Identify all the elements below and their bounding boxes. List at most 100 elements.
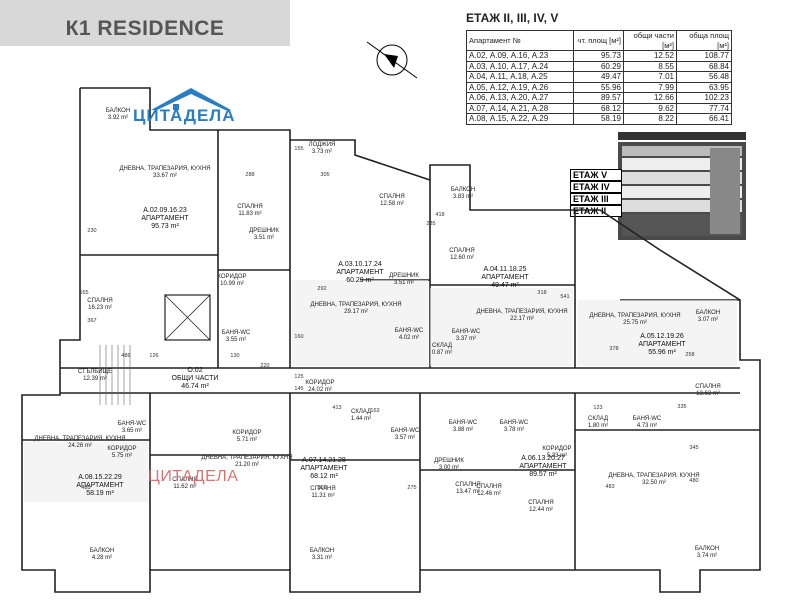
- room-area: 29.17 m²: [344, 309, 368, 315]
- room-name: БАНЯ-WC: [395, 328, 424, 334]
- room-area: 3.65 m²: [122, 428, 142, 434]
- room-area: 21.20 m²: [235, 462, 259, 468]
- apartment-label: АПАРТАМЕНТ: [336, 269, 384, 276]
- room-area: 12.39 m²: [83, 376, 107, 382]
- room-name: СПАЛНЯ: [455, 482, 480, 488]
- dimension-label: 480: [689, 478, 698, 484]
- room-area: 33.67 m²: [153, 173, 177, 179]
- room-name: БАНЯ-WC: [452, 329, 481, 335]
- apartment-code: А.02.09.16.23: [143, 207, 187, 214]
- room-name: СТЪЛБИЩЕ: [78, 369, 112, 375]
- room-name: СПАЛНЯ: [528, 500, 553, 506]
- apartment-area: 49.47 m²: [491, 282, 519, 289]
- room-area: 11.62 m²: [173, 484, 196, 490]
- apartment-code: А.07.14.21.28: [302, 457, 346, 464]
- dimension-label: 155: [294, 146, 303, 152]
- room-area: 4.73 m²: [637, 423, 657, 429]
- room-area: 1.44 m²: [351, 416, 371, 422]
- room-area: 3.51 m²: [394, 280, 414, 286]
- room-name: СПАЛНЯ: [87, 298, 112, 304]
- room-name: КОРИДОР: [542, 446, 571, 452]
- table-cell: 8.55: [623, 60, 677, 72]
- building-elevation: [618, 132, 746, 240]
- room-name: ДНЕВНА, ТРАПЕЗАРИЯ, КУХНЯ: [310, 302, 401, 308]
- room-name: ДНЕВНА, ТРАПЕЗАРИЯ, КУХНЯ: [476, 309, 567, 315]
- room-name: БАЛКОН: [696, 310, 720, 316]
- room-area: 11.31 m²: [311, 493, 334, 499]
- room-area: 3.00 m²: [439, 465, 459, 471]
- room-name: БАНЯ-WC: [391, 428, 420, 434]
- room-name: СПАЛНЯ: [237, 204, 262, 210]
- room-name: КОРИДОР: [305, 380, 334, 386]
- room-area: 12.44 m²: [529, 507, 553, 513]
- table-header: общи части [м²]: [623, 30, 677, 51]
- table-cell: 68.84: [676, 60, 732, 72]
- room-area: 12.60 m²: [450, 255, 474, 261]
- dimension-label: 163: [370, 408, 379, 414]
- room-name: БАНЯ-WC: [500, 420, 529, 426]
- room-area: 3.88 m²: [453, 427, 473, 433]
- dimension-label: 145: [294, 386, 303, 392]
- room-area: 0.87 m²: [432, 350, 452, 356]
- dimension-label: 130: [230, 353, 239, 359]
- room-area: 3.37 m²: [456, 336, 476, 342]
- header-box: [0, 0, 290, 46]
- dimension-label: 258: [685, 352, 694, 358]
- room-name: СПАЛНЯ: [310, 486, 335, 492]
- room-name: ДНЕВНА, ТРАПЕЗАРИЯ, КУХНЯ: [34, 436, 125, 442]
- area-table: Апартамент № чт. площ [м²] общи части [м…: [466, 30, 732, 125]
- table-header-row: Апартамент № чт. площ [м²] общи части [м…: [466, 30, 732, 51]
- room-name: ДРЕШНИК: [434, 458, 464, 464]
- room-name: ДРЕШНИК: [389, 273, 419, 279]
- table-cell: 108.77: [676, 50, 732, 62]
- dimension-label: 305: [320, 172, 329, 178]
- room-name: БАНЯ-WC: [222, 330, 251, 336]
- dimension-label: 230: [87, 228, 96, 234]
- room-area: 16.23 m²: [88, 305, 112, 311]
- room-area: 11.83 m²: [238, 211, 261, 217]
- table-cell: 66.41: [676, 113, 732, 125]
- apartment-label: АПАРТАМЕНТ: [519, 463, 567, 470]
- room-name: БАЛКОН: [310, 548, 334, 554]
- dimension-label: 275: [407, 485, 416, 491]
- apartment-label: АПАРТАМЕНТ: [300, 465, 348, 472]
- apartment-area: 89.57 m²: [529, 471, 557, 478]
- room-area: 1.80 m²: [588, 423, 608, 429]
- apartment-area: 60.29 m²: [346, 277, 374, 284]
- dimension-label: 292: [317, 286, 326, 292]
- room-area: 3.31 m²: [312, 555, 332, 561]
- dimension-label: 125: [294, 374, 303, 380]
- apartment-label: АПАРТАМЕНТ: [76, 482, 124, 489]
- table-header: обща площ [м²]: [676, 30, 732, 51]
- room-area: 10.99 m²: [220, 281, 244, 287]
- room-area: 3.51 m²: [254, 235, 274, 241]
- room-name: ДРЕШНИК: [249, 228, 279, 234]
- room-name: КОРИДОР: [217, 274, 246, 280]
- table-cell: 60.29: [573, 60, 624, 72]
- floor-label: ЕТАЖ II, III, IV, V: [466, 11, 559, 25]
- floor-tag: ЕТАЖ IV: [570, 181, 622, 193]
- apartment-label: АПАРТАМЕНТ: [638, 341, 686, 348]
- table-header: чт. площ [м²]: [573, 30, 624, 51]
- room-area: 32.50 m²: [642, 480, 666, 486]
- room-name: ДНЕВНА, ТРАПЕЗАРИЯ, КУХНЯ: [119, 166, 210, 172]
- apartment-code: А.08.15.22.29: [78, 474, 122, 481]
- room-name: СПАЛНЯ: [449, 248, 474, 254]
- room-area: 13.63 m²: [696, 391, 720, 397]
- dimension-label: 126: [149, 353, 158, 359]
- dimension-label: 378: [609, 346, 618, 352]
- room-name: ДНЕВНА, ТРАПЕЗАРИЯ, КУХНЯ: [589, 313, 680, 319]
- room-area: 5.33 m²: [547, 453, 567, 459]
- room-area: 5.75 m²: [112, 453, 132, 459]
- dimension-label: 485: [81, 485, 90, 491]
- room-area: 13.47 m²: [456, 489, 480, 495]
- dimension-label: 541: [560, 294, 569, 300]
- room-name: БАНЯ-WC: [449, 420, 478, 426]
- room-name: СКЛАД: [351, 409, 371, 415]
- logo-text: ЦИТАДЕЛА: [133, 106, 236, 125]
- dimension-label: 483: [605, 484, 614, 490]
- room-area: 3.83 m²: [453, 194, 473, 200]
